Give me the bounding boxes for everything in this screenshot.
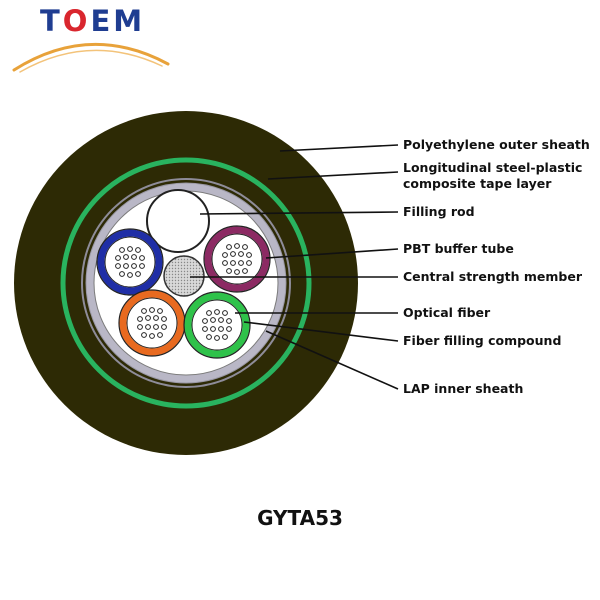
optical-fiber-1 [119,247,125,253]
optical-fiber-8 [115,263,121,269]
optical-fiber-10 [218,326,224,332]
label-buffer-tube: PBT buffer tube [403,241,514,256]
logo-letters-em: EM [90,4,146,38]
optical-fiber-3 [222,310,228,316]
fiber-bundle-orange [137,307,167,339]
label-tape-layer-line1: Longitudinal steel-plastic [403,160,582,175]
optical-fiber-12 [206,334,212,340]
label-outer-sheath: Polyethylene outer sheath [403,137,590,152]
optical-fiber-8 [137,324,143,330]
leader-outer-sheath [279,144,399,152]
label-filling-compound: Fiber filling compound [403,333,561,348]
leader-filling-compound [243,321,399,342]
logo-arc [12,43,170,72]
optical-fiber-1 [226,244,232,250]
optical-fiber-9 [230,260,236,266]
buffer-tube-green [183,291,251,359]
lap-inner-sheath-outer-edge [81,178,291,388]
filling-rod [146,189,210,253]
optical-fiber-11 [246,260,252,266]
buffer-tube-blue [96,228,164,296]
label-filling-rod: Filling rod [403,204,475,219]
optical-fiber-2 [214,309,220,315]
optical-fiber-8 [222,260,228,266]
optical-fiber-3 [242,244,248,250]
optical-fiber-7 [226,318,232,324]
optical-fiber-6 [131,254,137,260]
optical-fiber-10 [153,324,159,330]
leader-buffer-tube [265,248,399,259]
fiber-bundle-blue [115,246,145,278]
optical-fiber-7 [246,252,252,258]
optical-fiber-5 [145,315,151,321]
label-tape-layer-line2: composite tape layer [403,176,552,191]
optical-fiber-6 [153,315,159,321]
leader-tape-layer [267,171,399,180]
optical-fiber-14 [242,268,248,274]
optical-fiber-7 [161,316,167,322]
toem-logo: TOEM [40,4,145,38]
optical-fiber-12 [141,332,147,338]
optical-fiber-11 [226,326,232,332]
optical-fiber-12 [119,271,125,277]
model-name: GYTA53 [257,506,343,530]
optical-fiber-9 [123,263,129,269]
logo-arc-inner [19,49,163,73]
optical-fiber-5 [123,254,129,260]
steel-plastic-tape-band [60,157,312,409]
buffer-tube-purple [203,225,271,293]
logo-letter-o: O [62,4,91,38]
logo-letter-t: T [40,4,63,38]
optical-fiber-9 [145,324,151,330]
optical-fiber-13 [214,335,220,341]
optical-fiber-14 [157,332,163,338]
label-strength-member: Central strength member [403,269,583,284]
fiber-bundle-green [202,309,232,341]
optical-fiber-5 [230,251,236,257]
optical-fiber-6 [218,317,224,323]
leader-filling-rod [199,211,399,215]
label-inner-sheath: LAP inner sheath [403,381,523,396]
label-optical-fiber: Optical fiber [403,305,491,320]
optical-fiber-12 [226,268,232,274]
optical-fiber-2 [149,307,155,313]
optical-fiber-8 [202,326,208,332]
optical-fiber-7 [139,255,145,261]
optical-fiber-14 [222,334,228,340]
optical-fiber-1 [141,308,147,314]
optical-fiber-5 [210,317,216,323]
optical-fiber-14 [135,271,141,277]
optical-fiber-1 [206,310,212,316]
optical-fiber-3 [135,247,141,253]
optical-fiber-10 [131,263,137,269]
optical-fiber-4 [137,316,143,322]
central-strength-member [163,255,205,297]
buffer-tube-orange [118,289,186,357]
optical-fiber-4 [222,252,228,258]
optical-fiber-13 [149,333,155,339]
optical-fiber-11 [161,324,167,330]
optical-fiber-9 [210,326,216,332]
fiber-bundle-purple [222,243,252,275]
optical-fiber-6 [238,251,244,257]
optical-fiber-4 [202,318,208,324]
optical-fiber-11 [139,263,145,269]
optical-fiber-10 [238,260,244,266]
optical-fiber-4 [115,255,121,261]
optical-fiber-13 [234,269,240,275]
optical-fiber-13 [127,272,133,278]
leader-inner-sheath [265,330,399,390]
optical-fiber-2 [127,246,133,252]
optical-fiber-2 [234,243,240,249]
optical-fiber-3 [157,308,163,314]
